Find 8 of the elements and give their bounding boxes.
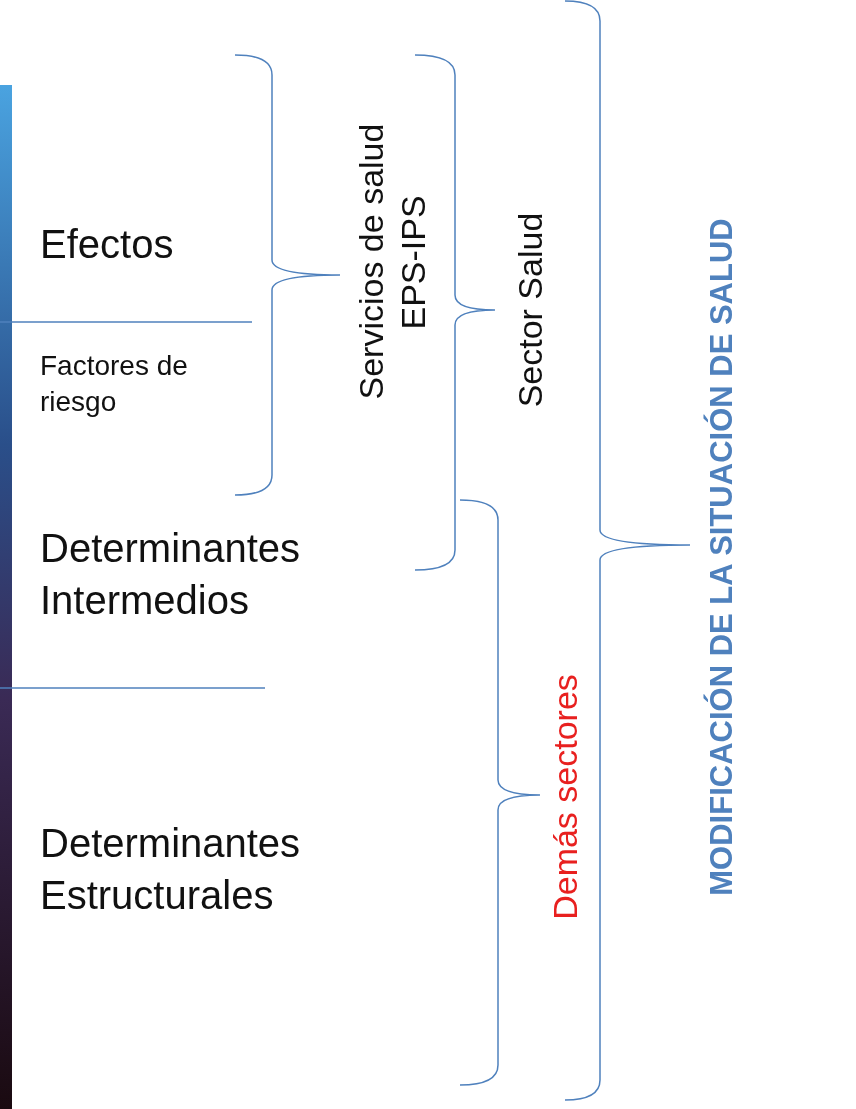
label-text: Efectos xyxy=(40,221,174,268)
label-text: Determinantes Estructurales xyxy=(40,820,302,919)
label-text: Determinantes Intermedios xyxy=(40,525,302,624)
label-text: MODIFICACIÓN DE LA SITUACIÓN DE SALUD xyxy=(702,218,740,896)
label-text: Servicios de salud EPS-IPS xyxy=(350,123,433,402)
label-text: Factores de riesgo xyxy=(40,349,189,420)
label-text: Sector Salud xyxy=(509,212,550,408)
label-text: Demás sectores xyxy=(544,674,585,920)
